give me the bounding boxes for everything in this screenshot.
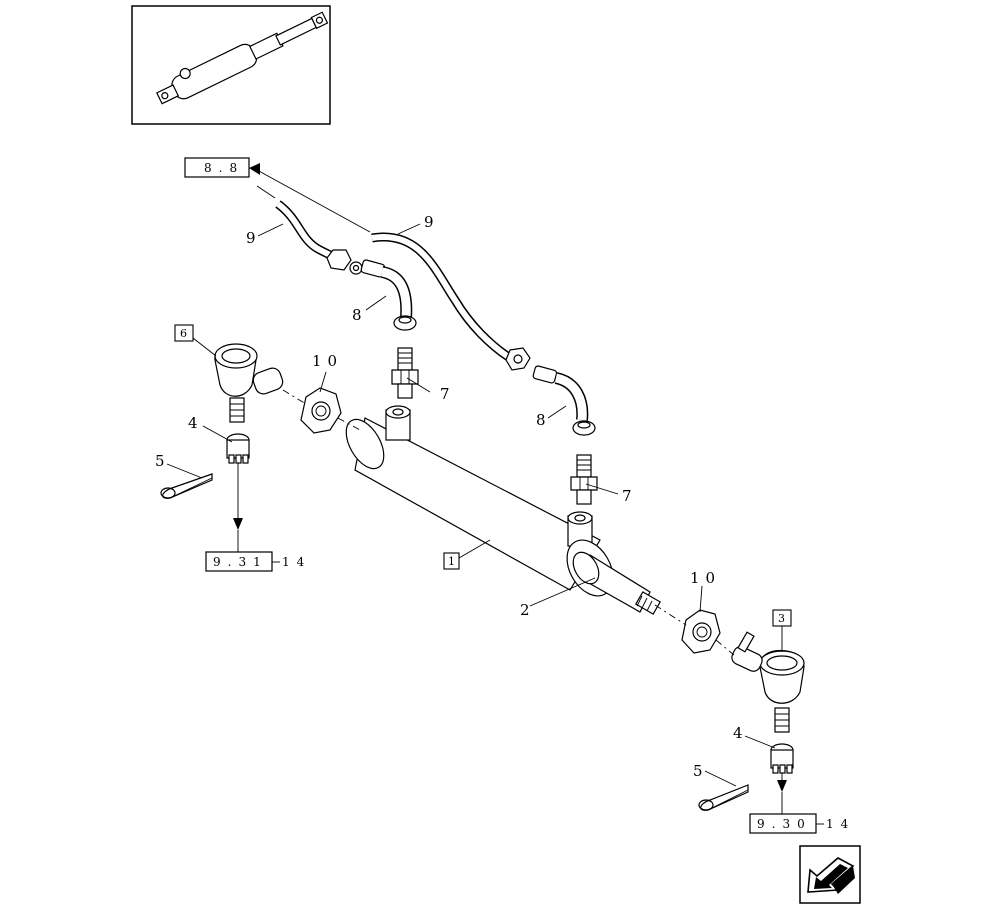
tie-rod-end-left[interactable] [214,343,285,423]
adapter-fitting-right[interactable] [570,454,598,505]
elbow-fitting-left[interactable] [360,259,417,331]
callout-nut-left: 10 [312,352,343,370]
item-box-left-end-label: 6 [180,327,187,340]
reference-arrowhead [249,163,260,175]
item-box-right-end[interactable]: 3 [772,609,792,627]
hex-nut-left[interactable] [300,387,342,434]
callout-hose-right: 9 [424,213,434,231]
hose-reference-box[interactable]: 8.8 [184,157,250,178]
castle-nut-left[interactable] [226,433,250,464]
steering-cylinder-thumbnail[interactable] [131,3,331,125]
adapter-fitting-left[interactable] [391,347,419,399]
tie-rod-ref-left-box[interactable]: 9.31 [205,551,273,572]
callout-fitting-right: 7 [622,487,632,505]
callout-fitting-left: 7 [440,385,450,403]
tie-rod-ref-left-suffix: 14 [282,555,311,569]
callout-hose-left: 9 [246,229,256,247]
tie-rod-ref-right-box[interactable]: 9.30 [749,813,817,834]
callout-elbow-right: 8 [536,411,546,429]
item-box-left-end[interactable]: 6 [174,324,194,342]
hydraulic-hose-right[interactable] [371,232,531,371]
callout-castle-nut-right: 4 [733,724,743,742]
callout-rod: 2 [520,601,530,619]
arrow-to-right-ref [777,780,787,792]
hydraulic-hose-left[interactable] [275,200,363,275]
castle-nut-right[interactable] [770,743,794,774]
callout-cotter-pin-right: 5 [693,762,703,780]
previous-page-arrow-icon[interactable] [799,845,861,904]
cotter-pin-right[interactable] [698,784,749,811]
callout-nut-right: 10 [690,569,721,587]
reference-leader [256,169,371,233]
callout-cotter-pin-left: 5 [155,452,165,470]
elbow-fitting-right[interactable] [532,365,596,436]
item-box-cylinder-label: 1 [448,555,455,568]
arrow-to-left-ref [233,518,243,530]
callout-elbow-left: 8 [352,306,362,324]
item-box-right-end-label: 3 [778,612,785,625]
item-box-cylinder[interactable]: 1 [443,552,460,570]
tie-rod-ref-right-suffix: 14 [826,817,855,831]
cotter-pin-left[interactable] [160,473,213,499]
tie-rod-end-right[interactable] [730,631,805,733]
callout-castle-nut-left: 4 [188,414,198,432]
hose-reference-label: 8.8 [204,161,244,175]
tie-rod-ref-right-label: 9.30 [757,817,812,831]
hex-nut-right[interactable] [681,609,721,654]
tie-rod-ref-left-label: 9.31 [213,555,268,569]
piston-rod[interactable] [568,548,661,615]
